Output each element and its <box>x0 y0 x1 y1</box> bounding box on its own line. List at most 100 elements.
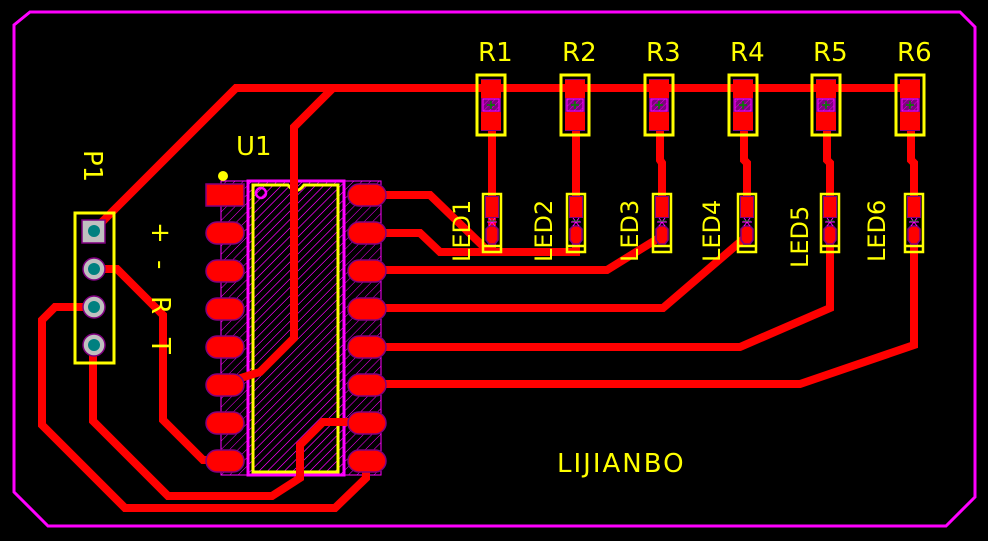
resistor-r1[interactable] <box>475 73 507 137</box>
u1-pad-9 <box>347 449 387 473</box>
center-mark-icon <box>739 101 747 109</box>
led-pad-1 <box>908 197 920 217</box>
resistor-silk <box>475 73 507 137</box>
resistor-silk <box>643 73 675 137</box>
led-led5[interactable] <box>819 192 841 254</box>
led-courtyard <box>742 217 752 227</box>
u1-pad-7 <box>205 411 245 435</box>
u1-pads <box>205 183 387 473</box>
resistor-pad-1 <box>733 80 753 98</box>
resistor-pad-1 <box>649 80 669 98</box>
led-pad-1 <box>741 197 753 217</box>
p1-connector[interactable] <box>73 211 116 365</box>
trace-r4-led4 <box>740 120 751 210</box>
led-courtyard <box>657 217 667 227</box>
resistor-silk <box>894 73 926 137</box>
p1-pin-label-1: + <box>145 222 175 244</box>
led-silk <box>736 192 758 254</box>
author-label: LIJIANBO <box>557 449 686 479</box>
u1-silk-outline <box>251 183 340 474</box>
p1-pin-label-4: T <box>145 337 175 354</box>
led-pad-2 <box>485 225 499 245</box>
trace-u1-vcc <box>223 85 336 387</box>
resistor-silk <box>810 73 842 137</box>
resistor-silk <box>727 73 759 137</box>
center-mark-icon <box>822 101 830 109</box>
u1-pad-2 <box>205 221 245 245</box>
u1-designator: U1 <box>236 132 272 162</box>
resistor-pad-2 <box>733 112 753 130</box>
led-led6[interactable] <box>903 192 925 254</box>
trace-u1p13-led4 <box>366 232 750 312</box>
led-led3[interactable] <box>651 192 673 254</box>
resistor-r2[interactable] <box>559 73 591 137</box>
p1-designator: P1 <box>77 150 107 182</box>
resistor-r4[interactable] <box>727 73 759 137</box>
resistor-r6[interactable] <box>894 73 926 137</box>
led-pad-1 <box>824 197 836 217</box>
led-led2[interactable] <box>565 192 587 254</box>
p1-pin-hole-2 <box>88 263 100 275</box>
trace-u1p12-led5 <box>366 236 834 351</box>
u1-pad-10 <box>347 411 387 435</box>
center-mark-icon <box>655 101 663 109</box>
u1-pad-5 <box>205 335 245 359</box>
resistor-pad-1 <box>565 80 585 98</box>
led-pad-1 <box>656 197 668 217</box>
resistor-silk <box>559 73 591 137</box>
led-pad-2 <box>740 225 754 245</box>
u1-pin1-dot <box>218 171 228 181</box>
led-courtyard <box>825 217 835 227</box>
p1-silk-outline <box>73 211 116 365</box>
trace-u1p10 <box>89 345 366 500</box>
led-label: LED3 <box>616 200 644 262</box>
trace-r5-led5 <box>823 120 834 210</box>
led-courtyard <box>571 217 581 227</box>
p1-pin-hole-1 <box>88 225 100 237</box>
u1-pad-13 <box>347 297 387 321</box>
resistor-label: R5 <box>813 38 848 68</box>
trace-u1p9 <box>38 303 370 512</box>
resistors <box>475 73 926 137</box>
trace-u1p14-led3 <box>366 232 665 274</box>
p1-pin-label-2: - <box>145 260 175 269</box>
center-mark-icon <box>571 101 579 109</box>
center-mark-icon <box>906 101 914 109</box>
led-led1[interactable] <box>481 192 503 254</box>
trace-r6-led6 <box>907 120 918 210</box>
led-pad-2 <box>907 225 921 245</box>
leds <box>481 192 925 254</box>
resistor-pad-2 <box>565 112 585 130</box>
led-pad-1 <box>570 197 582 217</box>
led-label: LED5 <box>786 206 814 268</box>
u1-pad-6 <box>205 373 245 397</box>
led-pad-2 <box>823 225 837 245</box>
trace-vcc-bus <box>90 84 920 234</box>
resistor-pad-2 <box>816 112 836 130</box>
u1-pad-3 <box>205 259 245 283</box>
resistor-label: R1 <box>478 38 513 68</box>
resistor-label: R3 <box>646 38 681 68</box>
resistor-pad-2 <box>649 112 669 130</box>
resistor-label: R4 <box>730 38 765 68</box>
resistor-r3[interactable] <box>643 73 675 137</box>
board-outline <box>12 10 977 528</box>
led-silk <box>565 192 587 254</box>
led-led4[interactable] <box>736 192 758 254</box>
resistor-pad-1 <box>900 80 920 98</box>
led-label: LED2 <box>530 200 558 262</box>
led-courtyard <box>487 217 497 227</box>
led-pad-2 <box>655 225 669 245</box>
resistor-pad-2 <box>900 112 920 130</box>
p1-pin-hole-4 <box>88 339 100 351</box>
led-label: LED4 <box>698 200 726 262</box>
resistor-r5[interactable] <box>810 73 842 137</box>
led-silk <box>651 192 673 254</box>
led-silk <box>481 192 503 254</box>
led-silk <box>903 192 925 254</box>
resistor-pad-2 <box>481 112 501 130</box>
p1-pin-label-3: R <box>145 296 175 314</box>
u1-pad-16 <box>347 183 387 207</box>
resistor-pad-1 <box>816 80 836 98</box>
